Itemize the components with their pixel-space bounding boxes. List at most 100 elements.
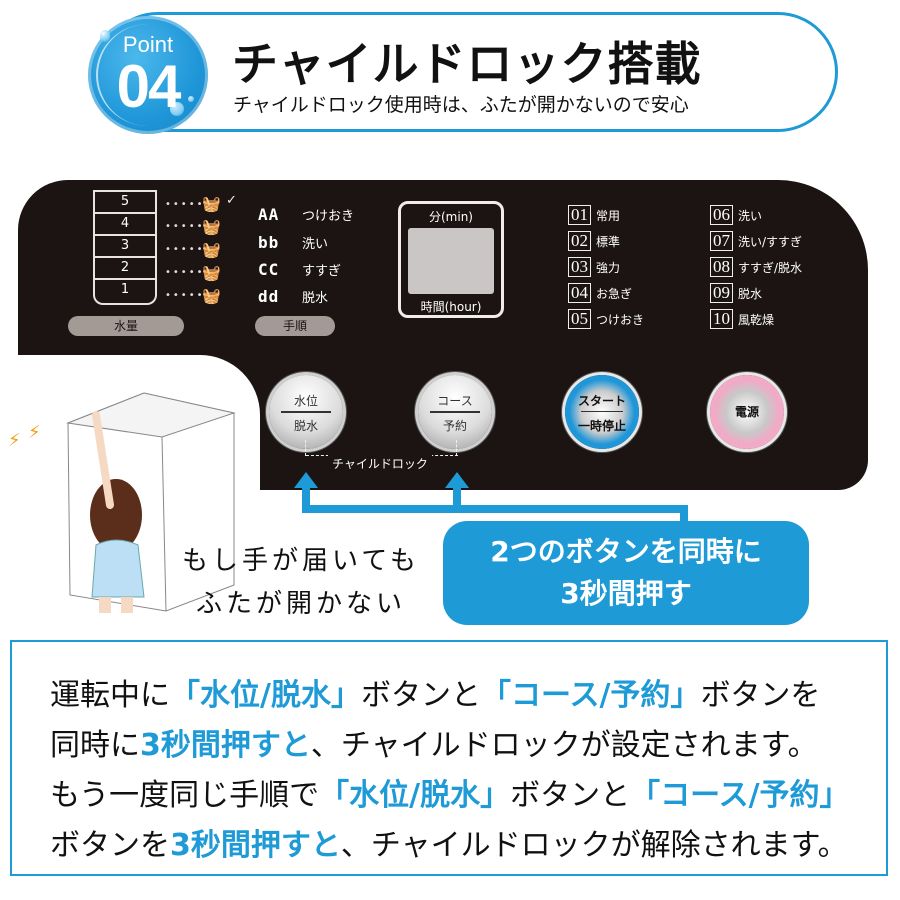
alert-zigzag-icon: ⚡ — [28, 422, 41, 443]
button-divider — [581, 411, 623, 412]
step-label: すすぎ — [302, 264, 342, 279]
badge-label: Point — [122, 32, 174, 57]
washing-machine-illustration — [66, 392, 236, 613]
step-indicator: dd 脱水 — [258, 287, 328, 306]
water-level-5: 5 — [95, 190, 155, 212]
info-highlight: 「コース/予約」 — [630, 778, 850, 813]
course-label: すすぎ/脱水 — [738, 260, 803, 275]
info-highlight: 3秒間押すと — [170, 828, 341, 863]
info-line: 運転中に「水位/脱水」ボタンと「コース/予約」ボタンを — [50, 670, 820, 714]
course-number: 10 — [710, 309, 733, 329]
info-text: 同時に — [50, 728, 140, 763]
button-divider — [430, 411, 480, 413]
course-label: 標準 — [596, 234, 621, 249]
basket-icon: 🧺 — [202, 195, 221, 213]
course-label: 脱水 — [738, 286, 763, 301]
button-top-label: スタート — [577, 394, 626, 408]
course-item: 01 常用 — [568, 205, 620, 225]
info-line: もう一度同じ手順で「水位/脱水」ボタンと「コース/予約」 — [50, 770, 850, 814]
course-item: 06 洗い — [710, 205, 762, 225]
course-item: 02 標準 — [568, 231, 620, 251]
steps-label: 手順 — [255, 316, 335, 336]
timer-screen — [408, 228, 494, 294]
button-top-label: 水位 — [293, 394, 318, 408]
arrow-shaft — [302, 486, 310, 510]
power-label: 電源 — [734, 405, 759, 419]
info-highlight: 「コース/予約」 — [480, 678, 701, 713]
basket-icon: 🧺 — [202, 287, 221, 305]
course-timer-button[interactable]: コース 予約 — [418, 375, 492, 449]
badge-ring — [96, 24, 200, 126]
basket-icon: ✓ — [226, 193, 237, 208]
dotted-leader: ••••• — [165, 244, 205, 255]
course-item: 08 すすぎ/脱水 — [710, 257, 802, 277]
info-text: もう一度同じ手順で — [50, 778, 320, 813]
step-code: dd — [258, 287, 280, 306]
button-top-label: コース — [437, 394, 473, 408]
course-number: 04 — [568, 283, 591, 303]
course-label: 洗い/すすぎ — [738, 234, 803, 249]
callout-line2: 3秒間押す — [560, 577, 692, 610]
info-text: ボタンと — [360, 678, 481, 713]
step-code: AA — [258, 205, 280, 224]
dotted-leader: ••••• — [165, 221, 205, 232]
info-highlight: 3秒間押すと — [140, 728, 311, 763]
arrow-up-icon — [445, 472, 469, 488]
course-number: 09 — [710, 283, 733, 303]
callout-line1: 2つのボタンを同時に — [490, 535, 762, 568]
course-number: 02 — [568, 231, 591, 251]
water-level-gauge: 5 4 3 2 1 — [93, 190, 157, 305]
timer-hour-label: 時間(hour) — [420, 300, 482, 314]
course-number: 08 — [710, 257, 733, 277]
step-indicator: bb 洗い — [258, 233, 328, 252]
info-line: ボタンを3秒間押すと、チャイルドロックが解除されます。 — [50, 820, 848, 864]
course-label: 洗い — [738, 208, 763, 223]
button-bottom-label: 脱水 — [293, 419, 318, 433]
instruction-box: 運転中に「水位/脱水」ボタンと「コース/予約」ボタンを 同時に3秒間押すと、チャ… — [10, 640, 888, 876]
child-lock-label: チャイルドロック — [328, 455, 432, 472]
alert-zigzag-icon: ⚡ — [8, 430, 21, 451]
water-level-label: 水量 — [68, 316, 184, 336]
step-code: CC — [258, 260, 280, 279]
course-item: 09 脱水 — [710, 283, 762, 303]
water-spin-button[interactable]: 水位 脱水 — [269, 375, 343, 449]
caption-line1: もし手が届いても — [182, 546, 420, 576]
info-text: 運転中に — [50, 678, 170, 713]
start-pause-button[interactable]: スタート 一時停止 — [565, 375, 639, 449]
info-line: 同時に3秒間押すと、チャイルドロックが設定されます。 — [50, 720, 818, 764]
step-label: 脱水 — [302, 291, 329, 306]
course-number: 03 — [568, 257, 591, 277]
arrow-up-icon — [294, 472, 318, 488]
power-button[interactable]: 電源 — [710, 375, 784, 449]
course-number: 01 — [568, 205, 591, 225]
course-number: 05 — [568, 309, 591, 329]
water-level-4: 4 — [95, 212, 155, 234]
dotted-leader: ••••• — [165, 290, 205, 301]
arrow-connector — [302, 505, 688, 513]
water-drop-icon — [100, 30, 110, 42]
button-divider — [281, 411, 331, 413]
button-bottom-label: 予約 — [442, 419, 467, 433]
basket-icon: 🧺 — [202, 241, 221, 259]
lock-connector — [305, 440, 306, 456]
course-item: 04 お急ぎ — [568, 283, 632, 303]
course-number: 06 — [710, 205, 733, 225]
water-drop-icon — [170, 102, 184, 116]
arrow-shaft — [453, 486, 461, 510]
course-label: お急ぎ — [596, 286, 633, 301]
course-item: 10 風乾燥 — [710, 309, 774, 329]
instruction-callout: 2つのボタンを同時に 3秒間押す — [443, 521, 809, 625]
course-label: 常用 — [596, 208, 621, 223]
page-title: チャイルドロック搭載 — [232, 37, 702, 91]
basket-icon: 🧺 — [202, 218, 221, 236]
basket-icon: 🧺 — [202, 264, 221, 282]
course-label: つけおき — [596, 312, 645, 327]
step-code: bb — [258, 233, 280, 252]
button-bottom-label: 一時停止 — [577, 419, 626, 433]
step-indicator: CC すすぎ — [258, 260, 341, 279]
lock-connector — [456, 440, 457, 456]
course-label: 風乾燥 — [738, 312, 775, 327]
timer-display: 分(min) 時間(hour) — [398, 201, 504, 318]
